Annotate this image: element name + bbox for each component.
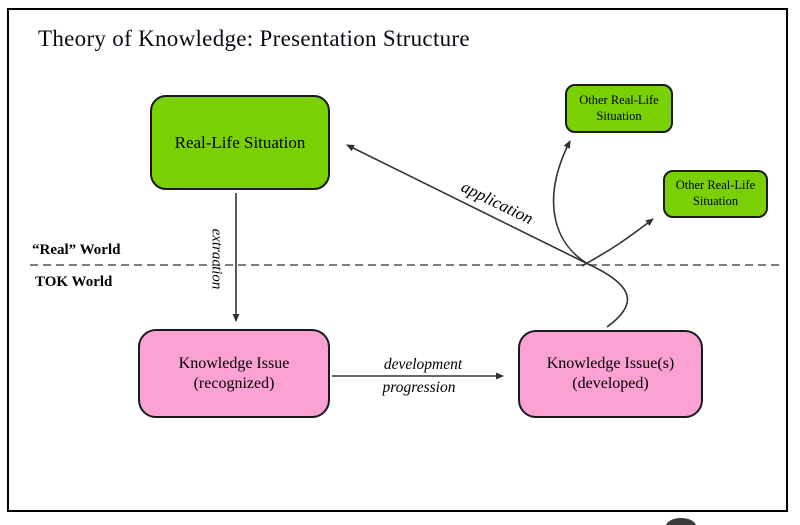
node-label-line2: (developed) — [572, 375, 649, 392]
edge-label-extraction: extraction — [208, 228, 225, 290]
node-label-line2: (recognized) — [193, 374, 275, 392]
node-label-line1: Knowledge Issue — [178, 354, 290, 372]
edge-label-progression: progression — [382, 379, 456, 396]
node-label-line1: Other Real-Life — [675, 178, 756, 193]
region-label-real-world: “Real” World — [32, 242, 121, 258]
node-knowledge-issue-developed: Knowledge Issue(s) (developed) — [518, 330, 703, 418]
region-label-tok-world: TOK World — [35, 274, 113, 290]
node-label-line2: Situation — [692, 194, 739, 208]
bottom-logo-ellipse — [666, 518, 696, 525]
node-label: Real-Life Situation — [174, 132, 306, 152]
node-knowledge-issue-recognized: Knowledge Issue (recognized) — [138, 329, 330, 418]
node-other-real-life-situation-1: Other Real-Life Situation — [565, 84, 673, 133]
node-label-line1: Knowledge Issue(s) — [546, 355, 675, 372]
node-label-line1: Other Real-Life — [579, 92, 659, 107]
slide-title: Theory of Knowledge: Presentation Struct… — [38, 26, 470, 51]
node-real-life-situation: Real-Life Situation — [150, 95, 330, 190]
node-label-line2: Situation — [596, 108, 642, 123]
node-other-real-life-situation-2: Other Real-Life Situation — [663, 170, 768, 218]
edge-label-development: development — [383, 356, 463, 373]
slide-frame — [7, 8, 788, 512]
